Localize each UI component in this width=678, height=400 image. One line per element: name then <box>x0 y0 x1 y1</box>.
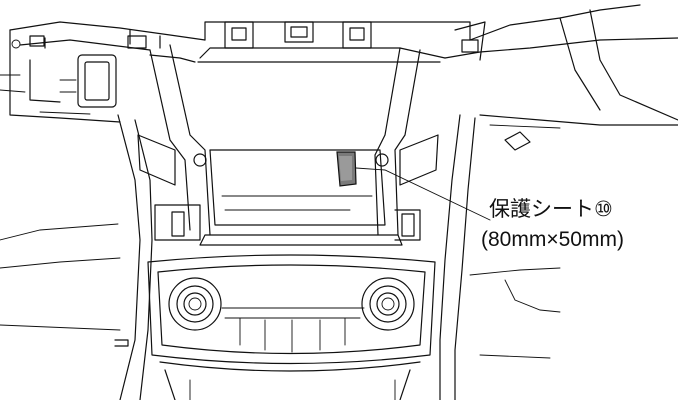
leader-line <box>355 167 491 221</box>
center-pocket <box>154 149 421 246</box>
left-knob <box>168 277 222 331</box>
upper-left-frame <box>0 21 206 123</box>
right-knob <box>361 277 415 331</box>
callout-part-name: 保護シート⑩ <box>489 198 613 221</box>
side-brackets <box>137 44 439 236</box>
callout-part-size: (80mm×50mm) <box>481 228 624 251</box>
console-surround <box>0 114 561 400</box>
lower-console <box>159 361 421 400</box>
upper-right-frame <box>444 4 678 151</box>
upper-center-bracket <box>197 21 471 63</box>
protective-sheet-10 <box>336 151 357 187</box>
climate-control-panel <box>147 254 436 365</box>
